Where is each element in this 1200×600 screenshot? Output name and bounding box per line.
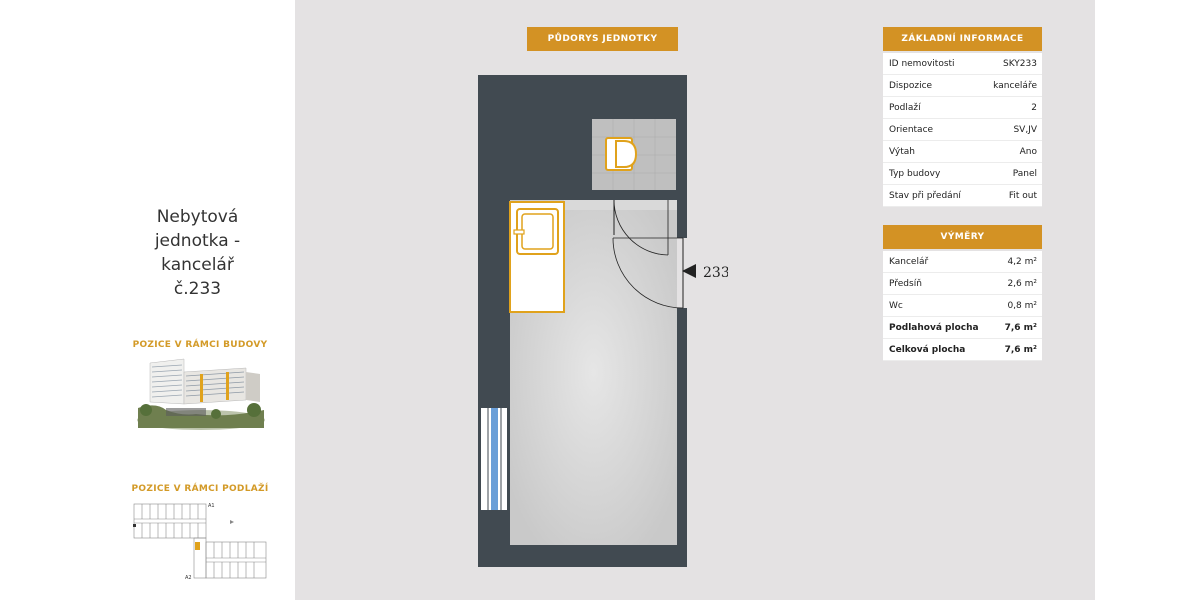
unit-title-line-4: č.233 [173,279,222,299]
info-row-layout: Dispozice kanceláře [883,75,1042,97]
area-row-hall: Předsíň 2,6 m² [883,273,1042,295]
area-value: 4,2 m² [1007,256,1037,267]
left-panel: Nebytová jednotka - kancelář č.233 POZIC… [0,0,295,600]
info-row-orientation: Orientace SV,JV [883,119,1042,141]
floor-plan-thumbnail: A1 A2 [133,503,267,581]
info-value: kanceláře [993,80,1037,91]
area-value: 7,6 m² [1004,322,1037,333]
info-label: Dispozice [889,80,933,91]
info-label: Stav při předání [889,190,961,201]
unit-title-line-1: Nebytová [156,207,239,227]
info-label: Typ budovy [889,168,941,179]
area-value: 2,6 m² [1007,278,1037,289]
area-label: Podlahová plocha [889,322,979,333]
info-value: SV,JV [1013,124,1037,135]
unit-title: Nebytová jednotka - kancelář č.233 [130,205,265,301]
area-value: 0,8 m² [1007,300,1037,311]
area-label: Wc [889,300,903,311]
info-value: Ano [1019,146,1037,157]
info-value: Fit out [1008,190,1037,201]
floorplan-heading: PŮDORYS JEDNOTKY [527,27,678,51]
areas-table: Kancelář 4,2 m² Předsíň 2,6 m² Wc 0,8 m² Po… [883,251,1042,361]
entrance-arrow-icon [682,264,696,278]
area-row-office: Kancelář 4,2 m² [883,251,1042,273]
info-label: ID nemovitosti [889,58,955,69]
unit-title-line-2: jednotka - [154,231,241,251]
info-label: Orientace [889,124,934,135]
info-value: SKY233 [1003,58,1037,69]
unit-title-line-3: kancelář [161,255,234,275]
floor-label-a2: A2 [185,575,192,581]
area-row-floor-area: Podlahová plocha 7,6 m² [883,317,1042,339]
unit-number-label: 233 [703,265,728,281]
area-row-total-area: Celková plocha 7,6 m² [883,339,1042,361]
floor-position-heading: POZICE V RÁMCI PODLAŽÍ [131,484,269,494]
building-image [137,358,265,430]
area-row-wc: Wc 0,8 m² [883,295,1042,317]
info-row-handover: Stav při předání Fit out [883,185,1042,207]
area-value: 7,6 m² [1004,344,1037,355]
info-label: Výtah [889,146,915,157]
area-label: Předsíň [889,278,922,289]
info-row-building-type: Typ budovy Panel [883,163,1042,185]
basic-info-heading: ZÁKLADNÍ INFORMACE [883,27,1042,51]
info-row-id: ID nemovitosti SKY233 [883,53,1042,75]
north-arrow-icon [230,520,234,524]
floor-label-a1: A1 [208,503,215,509]
area-label: Kancelář [889,256,929,267]
building-position-heading: POZICE V RÁMCI BUDOVY [132,340,268,350]
info-value: Panel [1012,168,1037,179]
info-value: 2 [1031,102,1037,113]
right-strip [1095,0,1200,600]
area-label: Celková plocha [889,344,966,355]
unit-floorplan: 233 [478,75,728,567]
areas-heading: VÝMĚRY [883,225,1042,249]
info-row-elevator: Výtah Ano [883,141,1042,163]
info-row-floor: Podlaží 2 [883,97,1042,119]
info-label: Podlaží [889,102,921,113]
